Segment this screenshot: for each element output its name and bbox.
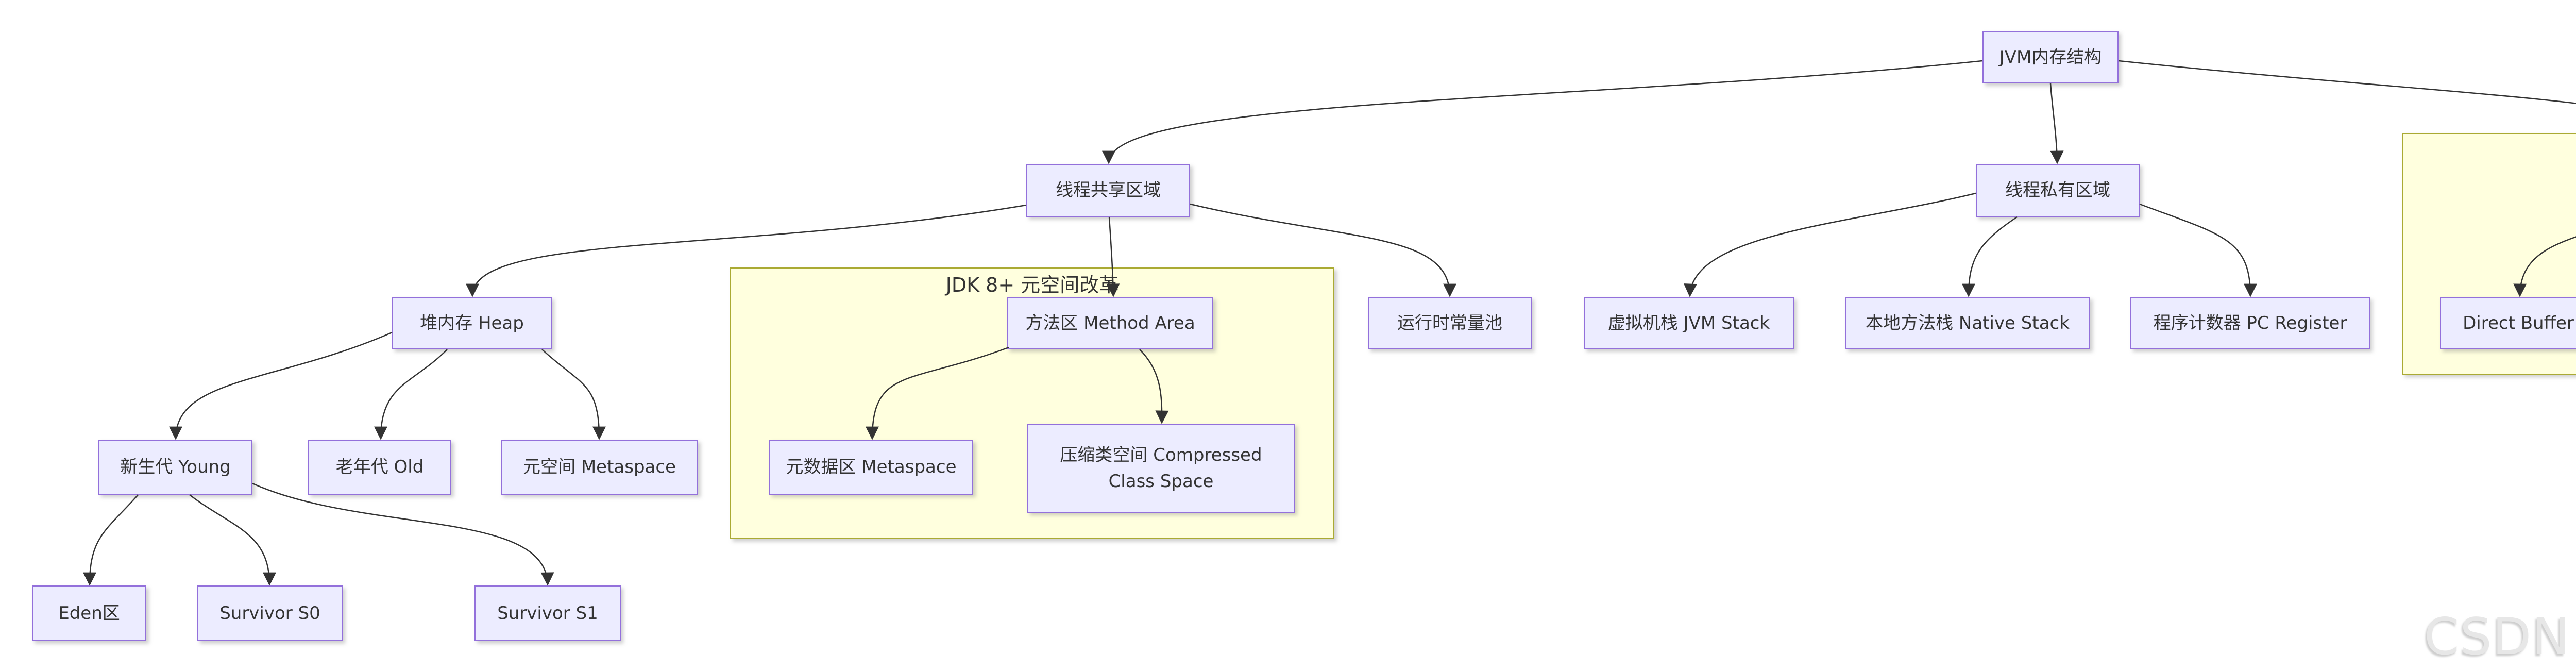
node-young: 新生代 Young	[98, 440, 252, 495]
cluster-label-off-heap-memory: 堆外内存	[2403, 139, 2576, 163]
edge-root-to-shared	[1102, 60, 1983, 164]
edge-heap-to-old	[374, 349, 448, 440]
node-root: JVM内存结构	[1982, 31, 2119, 83]
node-label-old: 老年代 Old	[335, 457, 424, 477]
node-label-method-area: 方法区 Method Area	[1025, 312, 1195, 333]
node-native-stack: 本地方法栈 Native Stack	[1845, 297, 2090, 349]
node-label-metadata: 元数据区 Metaspace	[786, 457, 957, 477]
node-compressed-class-space: 压缩类空间 Compressed Class Space	[1027, 424, 1295, 513]
edge-root-to-private	[2049, 83, 2064, 164]
node-survivor-s0: Survivor S0	[197, 585, 343, 641]
node-label-direct-buffer: Direct Buffer	[2463, 312, 2574, 333]
node-label-root: JVM内存结构	[1999, 46, 2102, 68]
cluster-label-jdk8-metaspace-reform: JDK 8+ 元空间改革	[945, 274, 1119, 296]
node-direct-buffer: Direct Buffer	[2440, 297, 2576, 349]
node-label-heap: 堆内存 Heap	[420, 312, 524, 333]
node-jvm-stack: 虚拟机栈 JVM Stack	[1584, 297, 1794, 349]
node-label-private: 线程私有区域	[2005, 180, 2110, 200]
node-method-area: 方法区 Method Area	[1007, 297, 1213, 349]
node-label-shared: 线程共享区域	[1056, 180, 1161, 200]
edge-private-to-native-stack	[1962, 216, 2018, 297]
node-pc-register: 程序计数器 PC Register	[2130, 297, 2370, 349]
node-label-metaspace: 元空间 Metaspace	[523, 457, 676, 477]
node-label-survivor-s1: Survivor S1	[497, 602, 598, 624]
node-shared: 线程共享区域	[1026, 164, 1190, 217]
node-label-compressed-class-space: 压缩类空间 Compressed Class Space	[1060, 444, 1262, 492]
node-label-pc-register: 程序计数器 PC Register	[2153, 312, 2347, 333]
node-eden: Eden区	[32, 585, 146, 641]
node-label-jvm-stack: 虚拟机栈 JVM Stack	[1607, 312, 1770, 333]
node-label-eden: Eden区	[58, 602, 120, 624]
node-metaspace: 元空间 Metaspace	[501, 440, 698, 495]
node-const-pool: 运行时常量池	[1368, 297, 1532, 349]
edge-private-to-jvm-stack	[1684, 192, 1976, 297]
node-label-young: 新生代 Young	[120, 457, 231, 477]
node-heap: 堆内存 Heap	[392, 297, 552, 349]
csdn-watermark: CSDN @七夜zippoe	[2424, 608, 2576, 666]
node-label-survivor-s0: Survivor S0	[219, 602, 320, 624]
node-survivor-s1: Survivor S1	[474, 585, 621, 641]
edge-heap-to-young	[169, 331, 393, 440]
edge-young-to-survivor-s1	[252, 482, 554, 586]
node-private: 线程私有区域	[1976, 164, 2140, 217]
node-metadata: 元数据区 Metaspace	[769, 440, 973, 495]
edge-private-to-pc-register	[2139, 203, 2257, 297]
edge-young-to-eden	[83, 494, 139, 586]
edge-young-to-survivor-s0	[189, 494, 276, 586]
node-old: 老年代 Old	[308, 440, 451, 495]
node-label-native-stack: 本地方法栈 Native Stack	[1866, 312, 2070, 333]
node-label-const-pool: 运行时常量池	[1397, 312, 1502, 333]
edge-heap-to-metaspace	[541, 349, 606, 440]
